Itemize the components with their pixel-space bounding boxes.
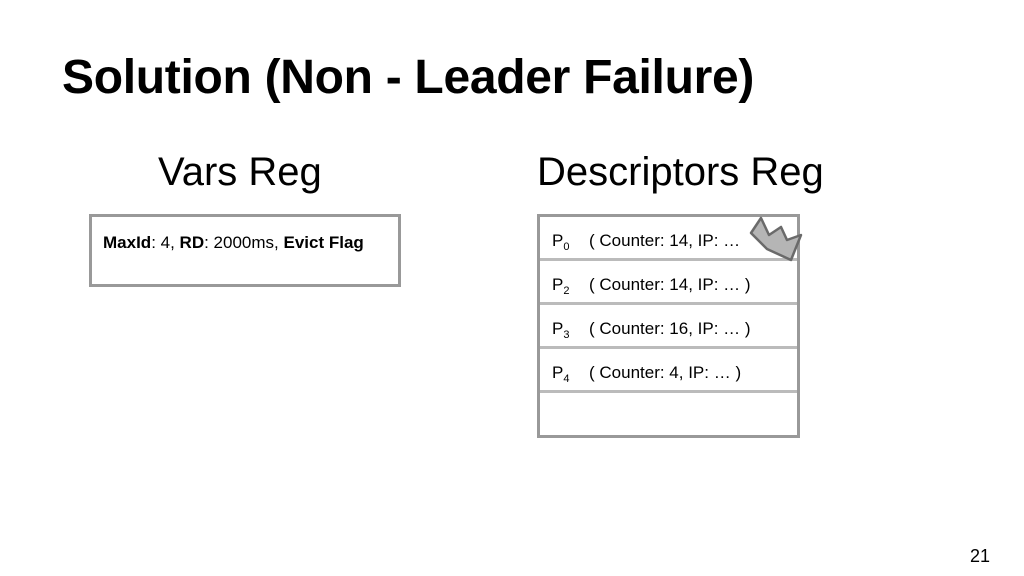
maxid-value: : 4, bbox=[151, 233, 180, 252]
vars-reg-heading: Vars Reg bbox=[158, 150, 322, 194]
descriptor-row: P4 ( Counter: 4, IP: … ) bbox=[540, 349, 797, 393]
descriptor-info: ( Counter: 4, IP: … ) bbox=[589, 363, 742, 382]
page-number: 21 bbox=[969, 546, 990, 566]
descriptor-row: P2 ( Counter: 14, IP: … ) bbox=[540, 261, 797, 305]
descriptors-reg-heading: Descriptors Reg bbox=[537, 150, 824, 194]
rd-label: RD bbox=[179, 233, 205, 252]
descriptor-row-empty bbox=[540, 393, 797, 435]
slide-title: Solution (Non - Leader Failure) bbox=[62, 51, 755, 104]
process-id: P0 bbox=[552, 231, 570, 253]
rd-value: : 2000ms, bbox=[204, 233, 284, 252]
vars-reg-content: MaxId: 4, RD: 2000ms, Evict Flag bbox=[103, 231, 393, 255]
vars-reg-box: MaxId: 4, RD: 2000ms, Evict Flag bbox=[89, 214, 401, 287]
descriptors-reg-table: P0 ( Counter: 14, IP: … P2 ( Counter: 14… bbox=[537, 214, 800, 438]
descriptor-row: P0 ( Counter: 14, IP: … bbox=[540, 217, 797, 261]
process-id: P2 bbox=[552, 275, 570, 297]
crown-icon bbox=[749, 216, 803, 262]
descriptor-info: ( Counter: 14, IP: … ) bbox=[589, 275, 751, 294]
evict-flag-label: Evict Flag bbox=[283, 233, 364, 252]
maxid-label: MaxId bbox=[103, 233, 152, 252]
process-id: P3 bbox=[552, 319, 570, 341]
descriptor-row: P3 ( Counter: 16, IP: … ) bbox=[540, 305, 797, 349]
descriptor-info: ( Counter: 16, IP: … ) bbox=[589, 319, 751, 338]
descriptor-info: ( Counter: 14, IP: … bbox=[589, 231, 741, 250]
process-id: P4 bbox=[552, 363, 570, 385]
